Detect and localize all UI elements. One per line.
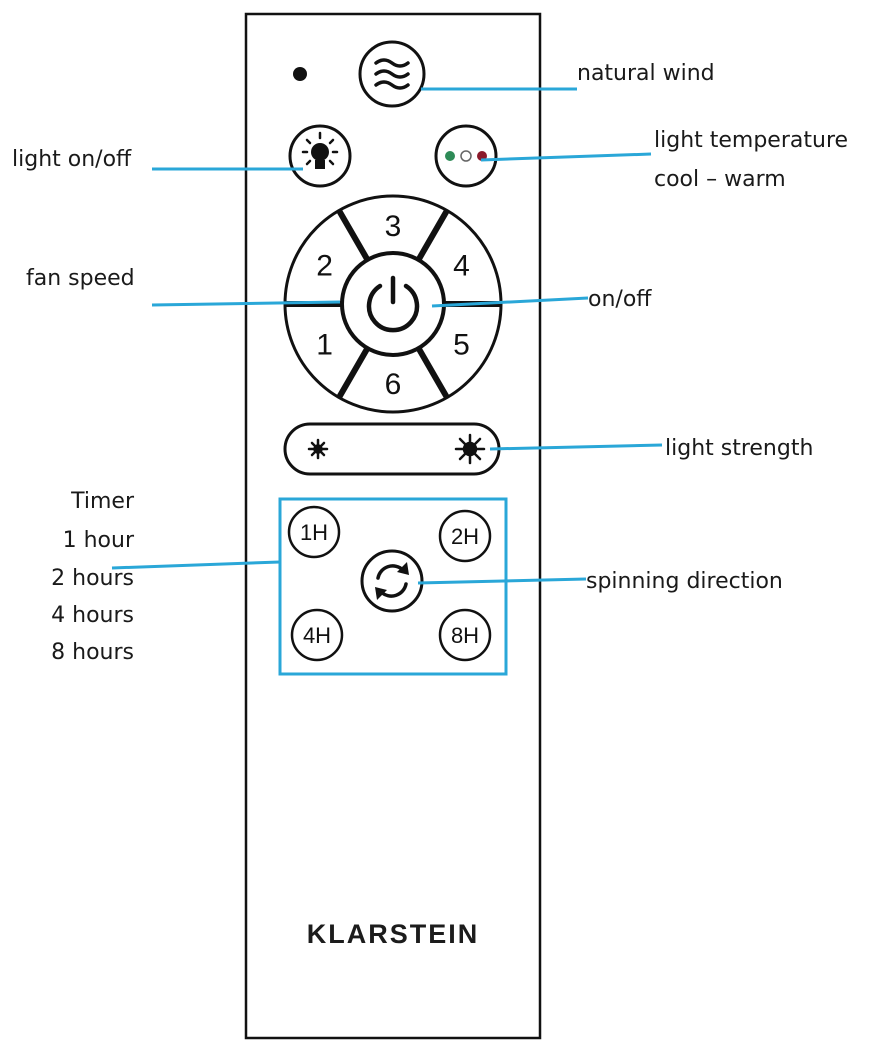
fan-speed-5-button[interactable]: 5 (453, 329, 470, 362)
rotate-arrows-icon (375, 562, 409, 600)
sun-large-icon (454, 433, 486, 465)
label-light-onoff: light on/off (12, 147, 132, 172)
light-bulb-icon (301, 131, 339, 169)
label-timer-4h: 4 hours (51, 603, 134, 628)
timer-button-8h[interactable]: 8H (438, 608, 492, 662)
label-onoff: on/off (588, 287, 652, 312)
label-spinning-direction: spinning direction (586, 569, 783, 594)
light-temperature-button[interactable] (434, 124, 498, 188)
timer-button-2h[interactable]: 2H (438, 509, 492, 563)
fan-speed-6-button[interactable]: 6 (385, 368, 402, 401)
fan-speed-2-button[interactable]: 2 (316, 250, 333, 283)
label-light-temperature: light temperature (654, 128, 848, 153)
light-strength-slider[interactable] (283, 422, 501, 476)
power-icon (366, 275, 420, 333)
label-fan-speed: fan speed (26, 266, 135, 291)
power-button[interactable] (340, 251, 446, 357)
three-dots-icon (445, 150, 487, 162)
spinning-direction-button[interactable] (360, 549, 424, 613)
timer-button-4h[interactable]: 4H (290, 608, 344, 662)
label-light-temperature-range: cool – warm (654, 167, 786, 192)
dial-segment-divider (415, 346, 450, 400)
timer-button-label: 1H (300, 520, 328, 545)
natural-wind-button[interactable] (358, 40, 426, 108)
dial-segment-divider (415, 208, 450, 262)
label-timer-1h: 1 hour (63, 528, 135, 553)
wind-waves-icon (374, 58, 410, 90)
timer-button-label: 2H (451, 524, 479, 549)
label-natural-wind: natural wind (577, 61, 715, 86)
timer-button-label: 4H (303, 623, 331, 648)
indicator-dot (293, 67, 307, 81)
sun-small-icon (307, 438, 329, 460)
dial-segment-divider (336, 208, 371, 262)
light-onoff-button[interactable] (288, 124, 352, 188)
label-timer-2h: 2 hours (51, 566, 134, 591)
fan-speed-3-button[interactable]: 3 (385, 210, 402, 243)
fan-speed-1-button[interactable]: 1 (316, 329, 333, 362)
brand-logo-text: KLARSTEIN (307, 919, 480, 949)
label-timer-title: Timer (70, 489, 135, 514)
label-timer-8h: 8 hours (51, 640, 134, 665)
timer-button-label: 8H (451, 623, 479, 648)
fan-speed-4-button[interactable]: 4 (453, 250, 470, 283)
leader-lines (111, 87, 663, 585)
timer-group-highlight (278, 497, 508, 676)
timer-button-1h[interactable]: 1H (287, 505, 341, 559)
dial-segment-divider (336, 346, 371, 400)
label-light-strength: light strength (665, 436, 813, 461)
